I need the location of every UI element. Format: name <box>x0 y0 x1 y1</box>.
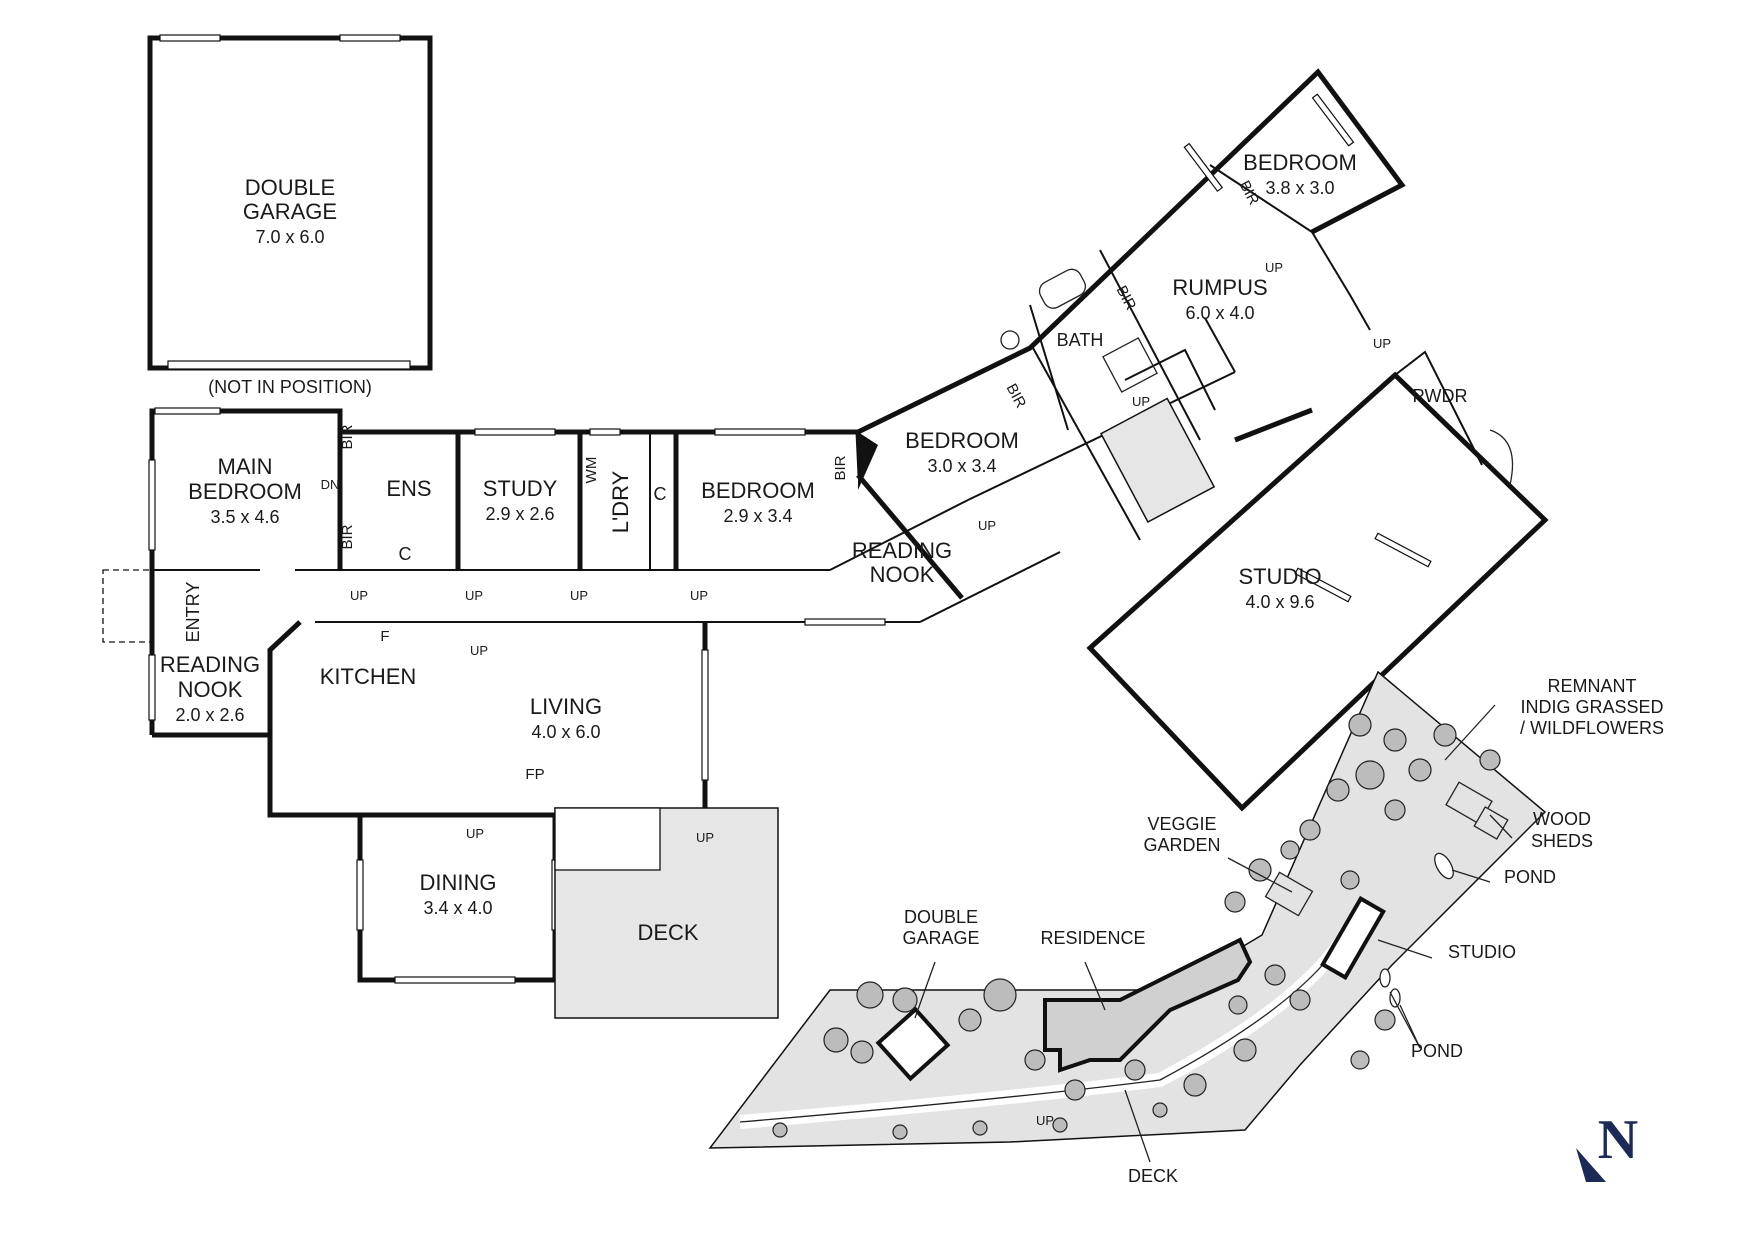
up-mark-3: UP <box>570 588 588 603</box>
up-mark-7: UP <box>696 830 714 845</box>
not-in-position-note: (NOT IN POSITION) <box>208 377 372 397</box>
study-dim: 2.9 x 2.6 <box>485 504 554 524</box>
bir-mark-5: BIR <box>1113 283 1140 313</box>
bedroom-top-dim: 3.8 x 3.0 <box>1265 178 1334 198</box>
dining-dim: 3.4 x 4.0 <box>423 898 492 918</box>
garage-site-label-1: DOUBLE <box>904 907 978 927</box>
garage-site-label-2: GARAGE <box>902 928 979 948</box>
main-bedroom-dim: 3.5 x 4.6 <box>210 507 279 527</box>
north-arrow: N <box>1576 1109 1638 1182</box>
garage-label-1: DOUBLE <box>245 175 335 200</box>
laundry-label: L'DRY <box>608 470 633 533</box>
bedroom-left-label: BEDROOM <box>701 478 815 503</box>
dn-mark: DN <box>321 477 340 492</box>
main-bedroom-label-1: MAIN <box>218 454 273 479</box>
up-mark-4: UP <box>690 588 708 603</box>
up-mark-2: UP <box>465 588 483 603</box>
fridge-label: F <box>380 628 389 645</box>
deck: DECK <box>554 807 779 1019</box>
studio-site-label: STUDIO <box>1448 942 1516 962</box>
site-plan: REMNANT INDIG GRASSED / WILDFLOWERS WOOD… <box>708 670 1664 1186</box>
garage-label-2: GARAGE <box>243 199 337 224</box>
bir-mark-1: BIR <box>339 424 356 449</box>
up-mark-1: UP <box>350 588 368 603</box>
kitchen-label: KITCHEN <box>320 664 417 689</box>
deck-site-label: DECK <box>1128 1166 1178 1186</box>
bedroom-left-dim: 2.9 x 3.4 <box>723 506 792 526</box>
up-mark-11: UP <box>1373 336 1391 351</box>
deck-label: DECK <box>637 920 698 945</box>
double-garage: DOUBLE GARAGE 7.0 x 6.0 (NOT IN POSITION… <box>147 34 433 397</box>
reading-nook-left-label-2: NOOK <box>178 677 243 702</box>
ens-label: ENS <box>386 476 431 501</box>
remnant-label-3: / WILDFLOWERS <box>1520 718 1664 738</box>
pwdr-label: PWDR <box>1413 386 1468 406</box>
remnant-label-2: INDIG GRASSED <box>1520 697 1663 717</box>
remnant-label-1: REMNANT <box>1548 676 1637 696</box>
bedroom-mid-dim: 3.0 x 3.4 <box>927 456 996 476</box>
bath-label: BATH <box>1057 330 1104 350</box>
entry-label: ENTRY <box>183 582 203 643</box>
bedroom-mid-label: BEDROOM <box>905 428 1019 453</box>
main-bedroom-label-2: BEDROOM <box>188 479 302 504</box>
north-pointer-icon <box>1576 1148 1606 1182</box>
c-mark-2: C <box>654 484 667 504</box>
living-dim: 4.0 x 6.0 <box>531 722 600 742</box>
reading-nook-right-label-2: NOOK <box>870 562 935 587</box>
living-label: LIVING <box>530 694 602 719</box>
reading-nook-left-label-1: READING <box>160 652 260 677</box>
garage-dim: 7.0 x 6.0 <box>255 227 324 247</box>
up-mark-6: UP <box>466 826 484 841</box>
residence-label: RESIDENCE <box>1040 928 1145 948</box>
wood-sheds-label-1: WOOD <box>1533 809 1591 829</box>
up-mark-8: UP <box>978 518 996 533</box>
wm-label: WM <box>583 457 600 484</box>
room-labels: MAIN BEDROOM 3.5 x 4.6 ENS STUDY 2.9 x 2… <box>160 150 1357 918</box>
veggie-label-2: GARDEN <box>1143 835 1220 855</box>
veggie-label-1: VEGGIE <box>1147 814 1216 834</box>
dining-label: DINING <box>420 870 497 895</box>
c-mark-1: C <box>399 544 412 564</box>
pond-label-1: POND <box>1504 867 1556 887</box>
tree-cluster <box>772 713 1501 1140</box>
studio-label: STUDIO <box>1238 564 1321 589</box>
bir-mark-6: BIR <box>1236 178 1263 208</box>
fireplace-label: FP <box>525 766 544 783</box>
bir-mark-3: BIR <box>832 455 849 480</box>
rumpus-dim: 6.0 x 4.0 <box>1185 303 1254 323</box>
site-up-mark-1: UP <box>1036 1113 1054 1128</box>
bedroom-top-label: BEDROOM <box>1243 150 1357 175</box>
wood-sheds-label-2: SHEDS <box>1531 831 1593 851</box>
pond-label-2: POND <box>1411 1041 1463 1061</box>
bir-mark-4: BIR <box>1003 381 1030 411</box>
entry-porch <box>102 569 154 643</box>
studio: STUDIO 4.0 x 9.6 PWDR <box>1086 350 1549 812</box>
reading-nook-right-label-1: READING <box>852 538 952 563</box>
stair-marks: UP UP UP UP UP UP UP UP UP UP UP <box>350 260 1391 845</box>
studio-dim: 4.0 x 9.6 <box>1245 592 1314 612</box>
study-label: STUDY <box>483 476 558 501</box>
reading-nook-left-dim: 2.0 x 2.6 <box>175 705 244 725</box>
north-label: N <box>1598 1109 1638 1171</box>
up-mark-10: UP <box>1265 260 1283 275</box>
up-mark-9: UP <box>1132 394 1150 409</box>
bir-mark-2: BIR <box>339 524 356 549</box>
up-mark-5: UP <box>470 643 488 658</box>
rumpus-label: RUMPUS <box>1172 275 1267 300</box>
